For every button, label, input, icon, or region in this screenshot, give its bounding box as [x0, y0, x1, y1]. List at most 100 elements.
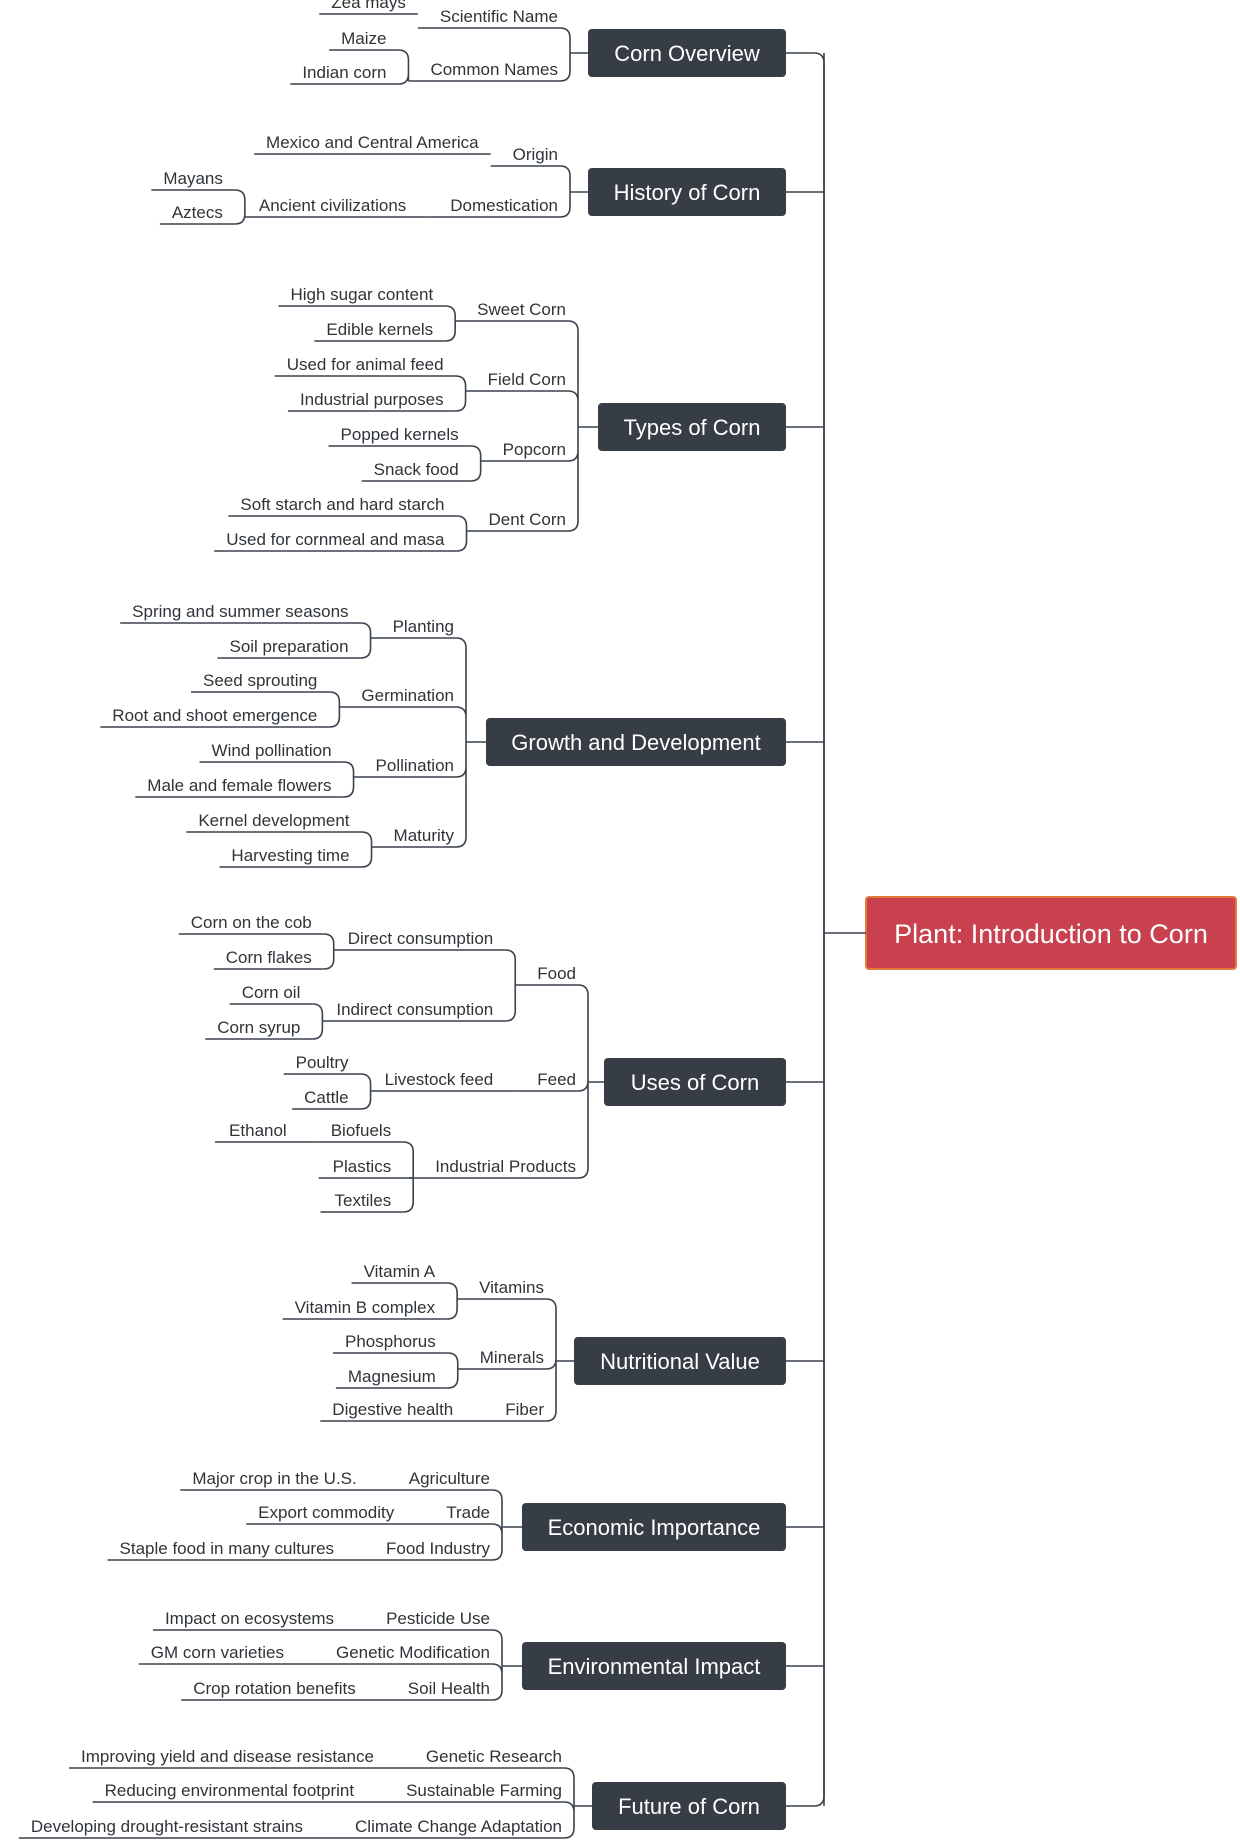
topic-label: Genetic Modification [336, 1643, 490, 1662]
branch-node [598, 403, 786, 451]
connector-line [361, 831, 373, 868]
topic-label: Field Corn [488, 370, 566, 389]
branch-node-label: Uses of Corn [631, 1070, 759, 1095]
connector-line [447, 1352, 459, 1389]
topic-label: Scientific Name [440, 7, 558, 26]
subtopic-label: Male and female flowers [147, 776, 331, 795]
topic-label: Climate Change Adaptation [355, 1817, 562, 1836]
subtopic-label: Textiles [335, 1191, 392, 1210]
topic-label: Planting [393, 617, 454, 636]
connector-line [234, 189, 246, 225]
connector-line [567, 320, 598, 532]
subtopic-label: Major crop in the U.S. [192, 1469, 356, 1488]
connector-line [491, 1629, 522, 1701]
topic-label: Dent Corn [489, 510, 566, 529]
branch-node-label: Nutritional Value [600, 1349, 760, 1374]
subtopic-label: Direct consumption [348, 929, 494, 948]
subtopic-label: Phosphorus [345, 1332, 436, 1351]
topic-label: Genetic Research [426, 1747, 562, 1766]
topic-label: Feed [537, 1070, 576, 1089]
detail-label: Corn on the cob [191, 913, 312, 932]
connector-line [491, 1489, 522, 1561]
connector-line [343, 761, 355, 798]
topic-label: Trade [446, 1503, 490, 1522]
topic-label: Soil Health [408, 1679, 490, 1698]
connector-line [447, 1282, 458, 1320]
topic-label: Common Names [430, 60, 558, 79]
subtopic-label: Ancient civilizations [259, 196, 406, 215]
branch-node [588, 29, 786, 77]
detail-label: Corn syrup [217, 1018, 300, 1037]
topic-label: Domestication [450, 196, 558, 215]
subtopic-label: Vitamin B complex [295, 1298, 436, 1317]
branch-node [522, 1642, 786, 1690]
subtopic-label: Root and shoot emergence [112, 706, 317, 725]
branch-node [486, 718, 786, 766]
subtopic-label: Impact on ecosystems [165, 1609, 334, 1628]
topic-label: Germination [361, 686, 454, 705]
connector-line [445, 305, 456, 342]
subtopic-label: Industrial purposes [300, 390, 444, 409]
connector-line [456, 515, 468, 552]
connector-line [786, 192, 825, 742]
connector-line [323, 933, 335, 970]
topic-label: Minerals [480, 1348, 544, 1367]
subtopic-label: Used for animal feed [287, 355, 444, 374]
topic-label: Industrial Products [435, 1157, 576, 1176]
branch-node-label: History of Corn [614, 180, 761, 205]
detail-label: Poultry [296, 1053, 349, 1072]
subtopic-label: Edible kernels [326, 320, 433, 339]
subtopic-label: Improving yield and disease resistance [81, 1747, 374, 1766]
subtopic-label: Vitamin A [364, 1262, 436, 1281]
subtopic-label: High sugar content [290, 285, 433, 304]
branch-node-label: Environmental Impact [548, 1654, 761, 1679]
subtopic-label: Magnesium [348, 1367, 436, 1386]
topic-label: Pollination [376, 756, 454, 775]
branch-node [604, 1058, 786, 1106]
connector-line [360, 622, 372, 659]
subtopic-label: Spring and summer seasons [132, 602, 348, 621]
branch-node [574, 1337, 786, 1385]
connector-line [786, 53, 825, 427]
subtopic-label: Digestive health [332, 1400, 453, 1419]
connector-line [505, 949, 517, 1022]
subtopic-label: Developing drought-resistant strains [31, 1817, 303, 1836]
subtopic-label: Biofuels [331, 1121, 391, 1140]
subtopic-label: Popped kernels [341, 425, 459, 444]
subtopic-label: Indirect consumption [336, 1000, 493, 1019]
branch-node [592, 1782, 786, 1830]
connector-line [312, 1003, 324, 1040]
topic-label: Sustainable Farming [406, 1781, 562, 1800]
topic-label: Maturity [394, 826, 455, 845]
topic-label: Fiber [505, 1400, 544, 1419]
subtopic-label: GM corn varieties [151, 1643, 284, 1662]
topic-label: Food [537, 964, 576, 983]
branch-node-label: Growth and Development [511, 730, 760, 755]
connector-line [360, 1073, 372, 1110]
connector-line [786, 52, 825, 192]
detail-label: Corn flakes [226, 948, 312, 967]
detail-label: Ethanol [229, 1121, 287, 1140]
subtopic-label: Kernel development [198, 811, 349, 830]
detail-label: Cattle [304, 1088, 348, 1107]
subtopic-label: Crop rotation benefits [193, 1679, 356, 1698]
subtopic-label: Wind pollination [212, 741, 332, 760]
connector-line [455, 637, 486, 848]
subtopic-label: Harvesting time [231, 846, 349, 865]
topic-label: Origin [513, 145, 558, 164]
topic-label: Pesticide Use [386, 1609, 490, 1628]
subtopic-label: Export commodity [258, 1503, 395, 1522]
topic-label: Agriculture [409, 1469, 490, 1488]
branch-node-label: Corn Overview [614, 41, 760, 66]
subtopic-label: Staple food in many cultures [120, 1539, 335, 1558]
topic-label: Popcorn [503, 440, 566, 459]
connector-line [470, 445, 482, 482]
subtopic-label: Reducing environmental footprint [105, 1781, 355, 1800]
connector-line [563, 1767, 592, 1839]
subtopic-label: Maize [341, 29, 386, 48]
subtopic-label: Zea mays [331, 0, 406, 12]
subtopic-label: Livestock feed [385, 1070, 494, 1089]
connector-line [559, 27, 588, 82]
branch-node-label: Types of Corn [624, 415, 761, 440]
